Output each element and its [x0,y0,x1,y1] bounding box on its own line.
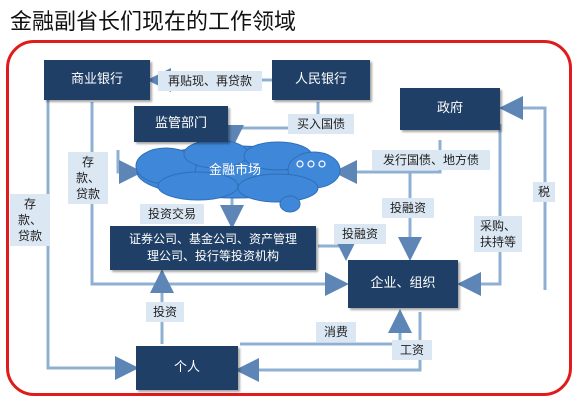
label-financing-1: 投融资 [382,198,434,218]
enterprise-node: 企业、组织 [348,260,458,308]
page-title: 金融副省长们现在的工作领域 [10,10,297,35]
institutions-line-2: 理公司、投行等投资机构 [146,249,279,263]
government-node: 政府 [400,88,500,130]
label-consume: 消费 [316,322,356,342]
label-rediscount: 再贴现、再贷款 [158,71,262,91]
institutions-line-1: 证券公司、基金公司、资产管理 [128,232,297,246]
commercial-bank-node: 商业银行 [44,60,150,100]
label-wage: 工资 [392,340,432,360]
label-financing-2: 投融资 [334,224,386,244]
central-bank-node: 人民银行 [272,60,370,100]
label-buy-bonds: 买入国债 [288,114,354,134]
edge-wage [235,312,422,382]
label-tax: 税 [533,182,555,202]
investment-institutions-node: 证券公司、基金公司、资产管理 理公司、投行等投资机构 [110,226,316,270]
edge-deposit-loan-inner [116,150,143,184]
label-invest-trade: 投资交易 [140,204,204,224]
label-issue-bonds: 发行国债、地方债 [372,150,490,170]
edge-deposit-loan-outer [46,80,139,380]
label-invest: 投资 [146,302,184,322]
edge-financing-2 [318,237,358,261]
label-deposit-loan-inner: 存款、贷款 [68,152,108,204]
label-procurement: 采购、扶持等 [474,216,522,252]
label-deposit-loan-outer: 存款、贷款 [10,194,50,246]
diagram-frame [6,40,572,396]
edge-tax [499,96,547,290]
financial-market-cloud [135,139,341,213]
financial-market-label: 金融市场 [208,163,261,178]
regulator-node: 监管部门 [134,106,228,142]
individual-node: 个人 [136,346,238,390]
edge-procurement [457,124,502,296]
